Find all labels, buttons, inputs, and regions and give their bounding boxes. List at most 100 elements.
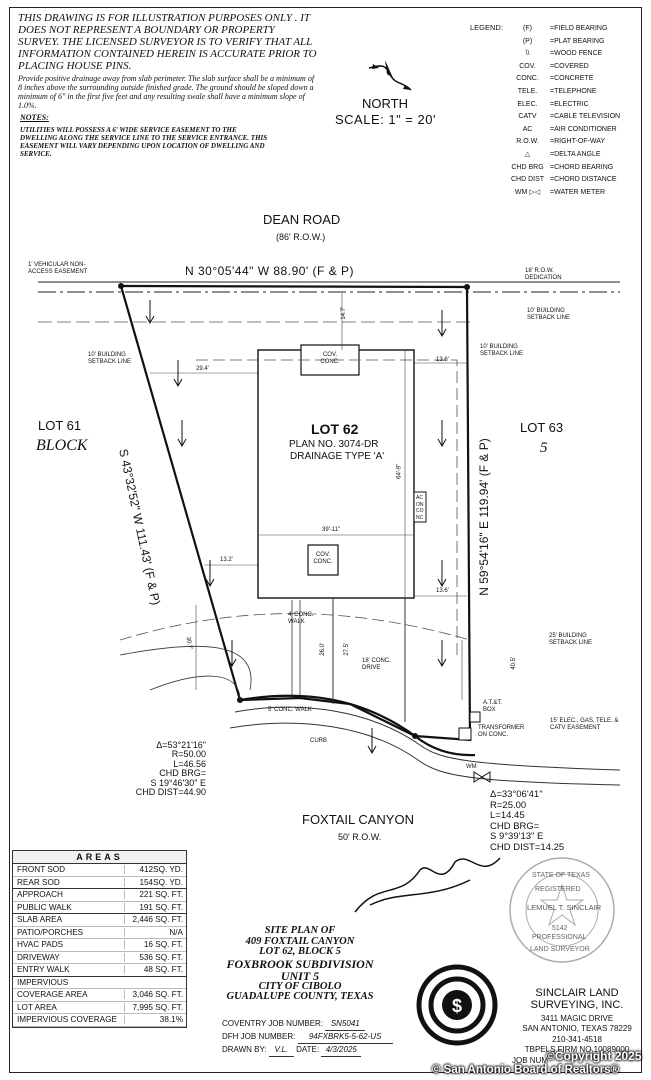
- bsl-right-label: 10' BUILDING SETBACK LINE: [480, 344, 524, 357]
- elec-easement-label: 15' ELEC., GAS, TELE. & CATV EASEMENT: [550, 718, 619, 731]
- legend-row: CONC.= CONCRETE: [505, 73, 620, 86]
- north-arrow-icon: [368, 60, 412, 91]
- walk-5-label: 5' CONC. WALK: [268, 707, 312, 713]
- copyright-watermark: ©Copyright 2025: [546, 1049, 642, 1063]
- title-line: LOT 62, BLOCK 5: [259, 946, 341, 957]
- legend-abbr: \\: [525, 50, 530, 58]
- legend-abbr: ELEC.: [517, 100, 538, 108]
- foxtail-canyon-label: FOXTAIL CANYON: [302, 812, 414, 827]
- transformer: [458, 727, 472, 741]
- title-line: GUADALUPE COUNTY, TEXAS: [226, 991, 374, 1002]
- title-line: SITE PLAN OF: [264, 925, 336, 936]
- areas-label: LOT AREA: [17, 1002, 57, 1012]
- ac-pad: [413, 491, 427, 523]
- firm-tbpels: TBPELS FIRM NO.10089000: [524, 1045, 630, 1055]
- bsl-top-right-label: 10' BUILDING SETBACK LINE: [527, 308, 571, 321]
- lot-61-label: LOT 61: [38, 418, 82, 433]
- areas-label: PATIO/PORCHES: [17, 927, 84, 937]
- areas-value: 191 SQ. FT.: [124, 902, 186, 912]
- north-line-bearing: N 30°05'44" W 88.90' (F & P): [185, 264, 355, 278]
- drawing-border: [9, 7, 642, 1073]
- dim-39-11: 39'-11": [322, 527, 341, 533]
- areas-row: IMPERVIOUS: [13, 977, 186, 989]
- firm-block: SINCLAIR LAND SURVEYING, INC. 3411 MAGIC…: [512, 987, 642, 1065]
- legend-abbr: R.O.W.: [516, 138, 539, 146]
- dim-13-6-top: 13.6': [436, 357, 449, 363]
- seal-professional: PROFESSIONAL: [532, 934, 587, 941]
- areas-row: REAR SOD 154SQ. YD.: [13, 877, 186, 889]
- lot-pin: [464, 284, 470, 290]
- areas-label: REAR SOD: [17, 877, 60, 887]
- areas-label: PUBLIC WALK: [17, 902, 72, 912]
- legend-desc: CONCRETE: [554, 75, 594, 83]
- row-dedication-label: 18' R.O.W. DEDICATION: [525, 268, 562, 281]
- areas-label: IMPERVIOUS COVERAGE: [17, 1015, 117, 1025]
- legend-abbr: (F): [523, 25, 532, 32]
- seal-bottom: LAND SURVEYOR: [530, 946, 590, 953]
- title-line: 409 FOXTAIL CANYON: [245, 935, 355, 947]
- surveyor-seal: [509, 857, 615, 963]
- drive-18-label: 18' CONC. DRIVE: [362, 658, 391, 671]
- vehicular-easement-label: 1' VEHICULAR NON- ACCESS EASEMENT: [28, 262, 88, 275]
- curve-2-data: Δ=33°06'41" R=25.00 L=14.45 CHD BRG= S 9…: [490, 789, 565, 853]
- areas-value: 16 SQ. FT.: [124, 940, 186, 950]
- areas-value: 154SQ. YD.: [124, 877, 186, 887]
- dim-27-5: 27.5': [344, 642, 351, 656]
- cov-conc-top-label: COV. CONC.: [320, 352, 340, 365]
- drawn-by: V.L.: [268, 1044, 294, 1057]
- legend-row: COV.= COVERED: [505, 61, 620, 74]
- dim-13-2: 13.2': [220, 557, 233, 563]
- areas-label: COVERAGE AREA: [17, 990, 88, 1000]
- notes-heading: NOTES:: [20, 113, 49, 122]
- legend-desc: COVERED: [554, 62, 589, 70]
- legend-row: CHD BRG= CHORD BEARING: [505, 162, 620, 175]
- legend-desc: CHORD DISTANCE: [554, 176, 617, 184]
- title-line: FOXBROOK SUBDIVISION: [226, 956, 374, 971]
- title-block: SITE PLAN OF 409 FOXTAIL CANYON LOT 62, …: [215, 925, 385, 1003]
- cov-conc-bottom-label: COV. CONC.: [313, 552, 333, 565]
- legend-abbr: WM ▷◁: [514, 188, 541, 196]
- areas-value: 412SQ. YD.: [124, 865, 186, 875]
- seal-number: 5142: [552, 925, 568, 932]
- north-label: NORTH: [362, 96, 408, 111]
- legend-abbr: CONC.: [516, 75, 539, 83]
- legend-abbr: CHD DIST: [510, 176, 545, 184]
- title-line: UNIT 5: [280, 968, 320, 983]
- att-box-label: A.T.&T. BOX: [483, 700, 503, 713]
- areas-heading: AREAS: [13, 851, 186, 864]
- firm-address: 3411 MAGIC DRIVE: [540, 1014, 614, 1023]
- dim-29-4: 29.4': [196, 366, 209, 372]
- legend-desc: FIELD BEARING: [554, 25, 608, 32]
- firm-job-number: JOB NUM: [512, 1055, 548, 1065]
- dim-13-6-bottom: 13.6': [436, 588, 449, 594]
- grading-note: Provide positive drainage away from slab…: [18, 74, 315, 110]
- walk-4-label: 4' CONC. WALK: [288, 612, 314, 625]
- legend: (F)= FIELD BEARING(P)= PLAT BEARING\\= W…: [505, 23, 620, 199]
- areas-value: 536 SQ. FT.: [124, 952, 186, 962]
- legend-row: (P)= PLAT BEARING: [505, 36, 620, 49]
- wm-label: WM: [466, 764, 477, 770]
- covered-porch: [307, 544, 339, 576]
- areas-value: 3,046 SQ. FT.: [124, 990, 186, 1000]
- water-meter-icon: [473, 771, 491, 783]
- att-box: [469, 711, 481, 723]
- legend-abbr: △: [524, 150, 531, 158]
- areas-label: DRIVEWAY: [17, 952, 60, 962]
- bsl-front-label: 25' BUILDING SETBACK LINE: [549, 633, 593, 646]
- areas-value: N/A: [124, 927, 186, 937]
- legend-row: \\= WOOD FENCE: [505, 48, 620, 61]
- areas-row: PUBLIC WALK 191 SQ. FT.: [13, 902, 186, 914]
- legend-abbr: TELE.: [517, 87, 538, 95]
- foxtail-row: 50' R.O.W.: [338, 832, 382, 842]
- legend-row: TELE.= TELEPHONE: [505, 86, 620, 99]
- dim-64-9: 64'-9": [396, 463, 403, 479]
- legend-row: CATV= CABLE TELEVISION: [505, 111, 620, 124]
- firm-name: SURVEYING, INC.: [530, 999, 624, 1011]
- notes-text: UTILITIES WILL POSSESS A 6' WIDE SERVICE…: [20, 126, 268, 158]
- legend-row: CHD DIST= CHORD DISTANCE: [505, 174, 620, 187]
- legend-desc: TELEPHONE: [554, 87, 597, 95]
